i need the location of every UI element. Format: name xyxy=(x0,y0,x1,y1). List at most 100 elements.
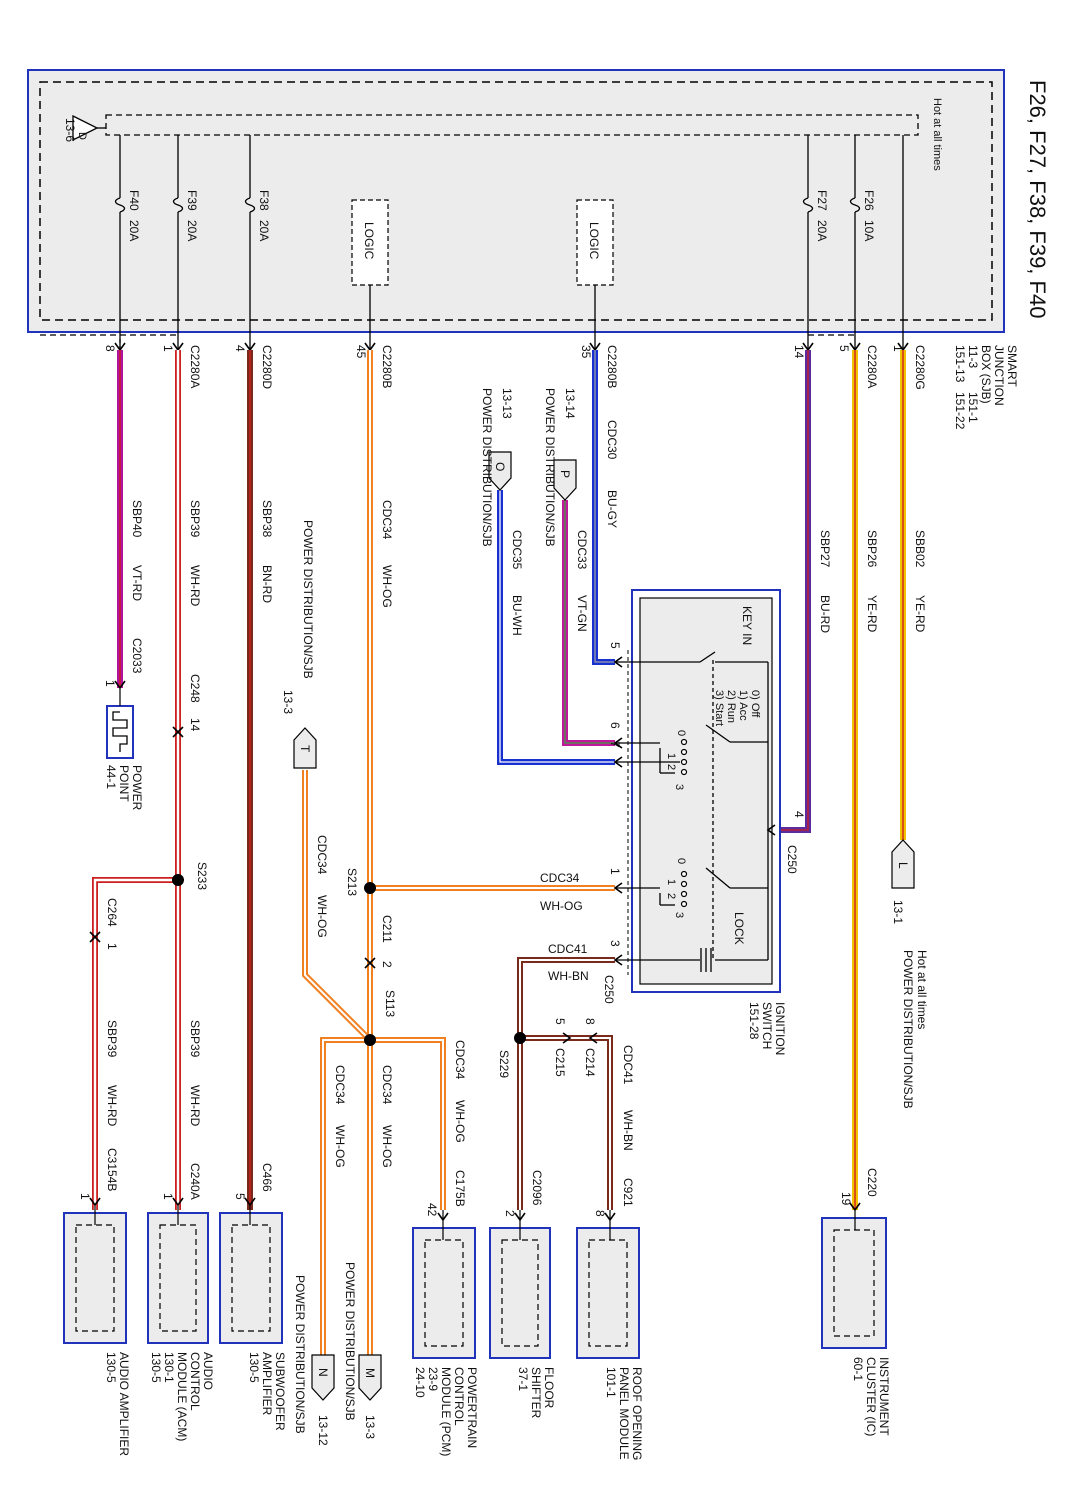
switch-contact-4: 0 xyxy=(675,858,687,864)
ground-letter: D xyxy=(76,132,88,140)
component-ropm-box xyxy=(576,1227,640,1359)
sjb-pin-c2280b-35: 35 xyxy=(579,345,593,359)
switch-name-line1: IGNITION xyxy=(773,1002,787,1055)
component-amp-line1: AUDIO AMPLIFIER xyxy=(117,1352,131,1456)
switch-pin-6: 6 xyxy=(608,722,622,729)
sjb-conn-c2280d: C2280D xyxy=(260,345,274,389)
component-ic-line3: 60-1 xyxy=(851,1357,865,1381)
fuse-f40-id: F40 xyxy=(127,190,141,211)
switch-key-in: KEY IN xyxy=(740,606,754,645)
label-sbp39-left-color: WH-RD xyxy=(105,1085,119,1127)
pd-flag-l-label: POWER DISTRIBUTION/SJB xyxy=(901,950,915,1109)
label-sbb02-color: YE-RD xyxy=(913,595,927,633)
ground-ref: 13-6 xyxy=(63,118,77,142)
sjb-pin-c2280a-14: 14 xyxy=(792,345,806,359)
label-sbp38-color: BN-RD xyxy=(260,565,274,603)
conn-c3154b-pin: 1 xyxy=(78,1193,92,1200)
component-acm-inner xyxy=(159,1224,197,1332)
switch-contact-1: 1 xyxy=(665,753,677,759)
pd-flag-m-letter: M xyxy=(363,1368,377,1378)
conn-c240a-id: C240A xyxy=(188,1163,202,1200)
sjb-pin-c2280d-4: 4 xyxy=(233,345,247,352)
switch-name-line3: 151-28 xyxy=(747,1002,761,1040)
label-cdc41-branch-color: WH-BN xyxy=(621,1110,635,1151)
component-sub-box xyxy=(219,1212,283,1344)
conn-c175b-pin: 42 xyxy=(425,1203,439,1217)
component-pcm-line3: MODULE (PCM) xyxy=(439,1367,453,1456)
pd-flag-l-hot: Hot at all times xyxy=(915,950,929,1029)
label-sbp40-color: VT-RD xyxy=(130,565,144,601)
component-fs-box xyxy=(489,1227,551,1359)
component-acm-line5: 130-5 xyxy=(149,1352,163,1383)
label-sbp39-id: SBP39 xyxy=(188,500,202,538)
label-cdc34-pcm-color: WH-OG xyxy=(453,1100,467,1143)
conn-c220-pin: 19 xyxy=(839,1192,853,1206)
wire-cdc30-tracer xyxy=(594,350,615,663)
conn-c248-pin: 14 xyxy=(188,718,202,732)
splice-s113-label: S113 xyxy=(383,990,397,1017)
switch-pin-1: 1 xyxy=(608,868,622,875)
pd-flag-p-ref: 13-14 xyxy=(563,388,577,419)
label-sbp26-id: SBP26 xyxy=(865,530,879,568)
logic-box-1-label: LOGIC xyxy=(362,222,376,260)
switch-pin-7: 7 xyxy=(608,741,622,748)
logic-box-2-label: LOGIC xyxy=(587,222,601,260)
fuse-f39-id: F39 xyxy=(185,190,199,211)
component-amp-line2: 130-5 xyxy=(104,1352,118,1383)
splice-s233-label: S233 xyxy=(195,862,209,890)
label-cdc34-t-color: WH-OG xyxy=(315,895,329,938)
component-ropm-line1: ROOF OPENING xyxy=(630,1367,644,1460)
conn-c215-id: C215 xyxy=(553,1048,567,1077)
conn-c214-id: C214 xyxy=(583,1048,597,1077)
conn-c466-pin: 5 xyxy=(233,1193,247,1200)
conn-c2096-pin: 2 xyxy=(503,1210,517,1217)
logic-box-2 xyxy=(576,199,614,286)
switch-pos-run: 2) Run xyxy=(725,690,737,723)
sjb-name-line3: BOX (SJB) xyxy=(979,345,993,404)
component-amp-inner xyxy=(75,1224,115,1332)
pd-flag-n: N xyxy=(311,1354,335,1401)
label-sbp39-right-color: WH-RD xyxy=(188,1085,202,1127)
wire-cdc33 xyxy=(562,500,615,746)
pd-flag-t: T xyxy=(293,727,317,769)
component-pp-line1: POWER xyxy=(130,765,144,811)
ground-symbol: D xyxy=(72,114,106,142)
sjb-ref-3: 151-1 xyxy=(966,392,980,423)
pd-flag-l-letter: L xyxy=(896,862,910,869)
ignition-switch-inner xyxy=(639,597,773,985)
conn-c921-pin: 8 xyxy=(593,1210,607,1217)
pd-flag-l: L xyxy=(891,839,915,889)
pd-flag-m-ref: 13-3 xyxy=(363,1415,377,1439)
fuse-f27-rating: 20A xyxy=(815,220,829,241)
wire-cdc34-to-t-tracer xyxy=(304,770,371,1041)
fuse-f39-rating: 20A xyxy=(185,220,199,241)
component-sub-line2: AMPLIFIER xyxy=(260,1352,274,1416)
pd-flag-n-ref: 13-12 xyxy=(316,1415,330,1446)
switch-contact-3: 3 xyxy=(673,784,685,790)
label-sbp27-id: SBP27 xyxy=(818,530,832,568)
component-fs-line1: FLOOR xyxy=(542,1367,556,1409)
label-cdc34-main-id: CDC34 xyxy=(380,500,394,540)
component-sub-line1: SUBWOOFER xyxy=(273,1352,287,1431)
label-sbp39-left-id: SBP39 xyxy=(105,1020,119,1058)
component-ropm-line3: 101-1 xyxy=(604,1367,618,1398)
pd-flag-t-ref: 13-3 xyxy=(281,690,295,714)
label-cdc34-m-id: CDC34 xyxy=(380,1065,394,1105)
pd-flag-l-ref: 13-1 xyxy=(891,900,905,924)
switch-pos-start: 3) Start xyxy=(713,690,725,726)
component-fs-line3: 37-1 xyxy=(516,1367,530,1391)
inline-connector-arrows xyxy=(89,680,598,1044)
wire-cdc34-to-pcm-tracer xyxy=(370,1039,444,1210)
label-cdc30-id: CDC30 xyxy=(605,420,619,460)
sjb-name-line1: SMART xyxy=(1005,345,1019,387)
splice-s229-label: S229 xyxy=(497,1050,511,1078)
splice-s213-label: S213 xyxy=(345,868,359,896)
label-sbp40-id: SBP40 xyxy=(130,500,144,538)
label-cdc41-color: WH-BN xyxy=(548,969,589,983)
switch-lock: LOCK xyxy=(732,912,746,945)
component-ic-inner xyxy=(833,1229,875,1337)
component-pcm-line5: 24-10 xyxy=(413,1367,427,1398)
pd-flag-m-label: POWER DISTRIBUTION/SJB xyxy=(343,1262,357,1421)
pd-flag-o: O xyxy=(488,451,512,491)
label-cdc35-id: CDC35 xyxy=(510,530,524,570)
